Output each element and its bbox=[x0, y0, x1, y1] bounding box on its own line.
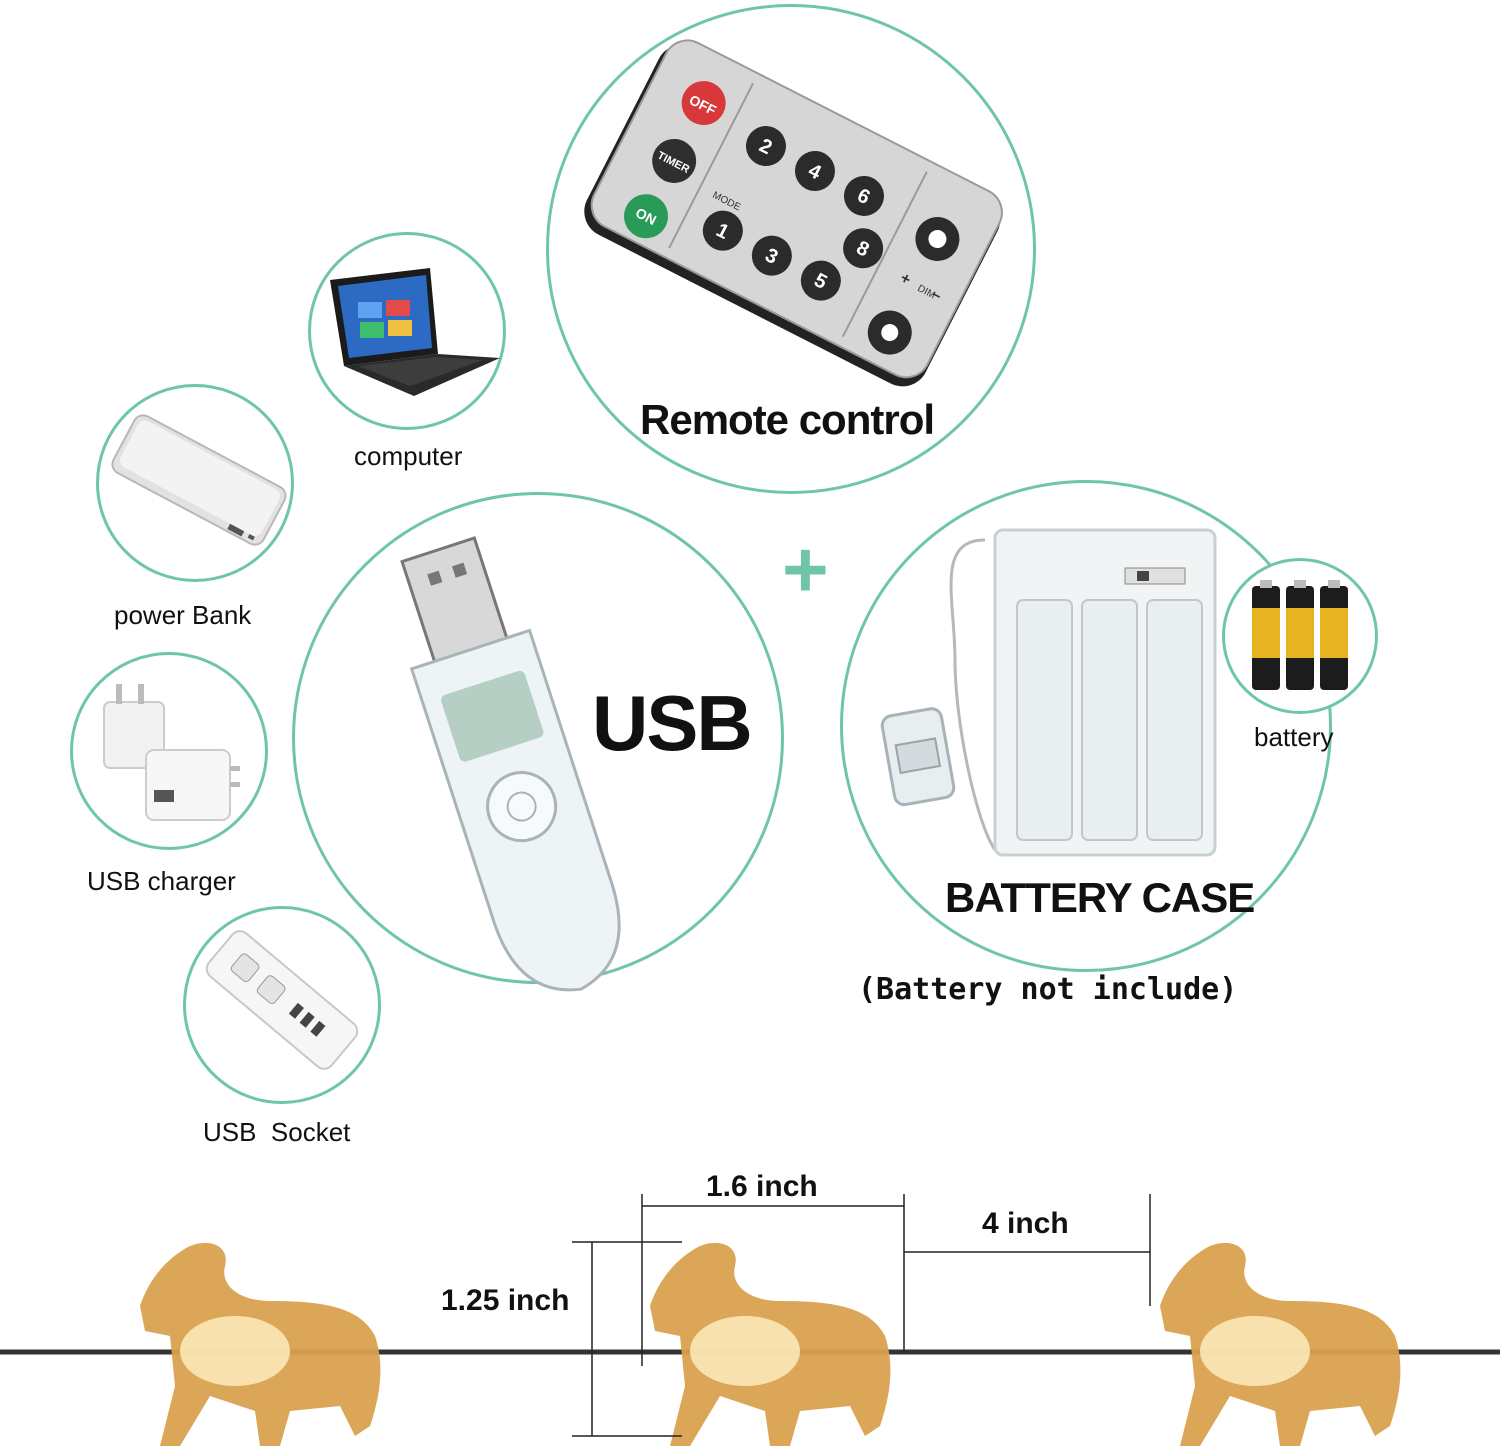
computer-label: computer bbox=[354, 441, 463, 471]
spacing-dimension-label: 4 inch bbox=[982, 1207, 1069, 1240]
brightness-up-icon bbox=[928, 230, 947, 249]
remote-control-image: OFF TIMER ON MODE 2 4 6 1 3 5 8 + DIM – bbox=[584, 39, 1003, 387]
usb-socket-label: USB Socket bbox=[203, 1117, 351, 1147]
laptop-icon bbox=[330, 268, 500, 396]
height-dimension-label: 1.25 inch bbox=[441, 1284, 570, 1317]
horse-light-1 bbox=[140, 1242, 381, 1446]
usb-charger-icon bbox=[103, 684, 240, 821]
battery-case-icon bbox=[880, 528, 1217, 857]
battery-case-label: BATTERY CASE bbox=[945, 874, 1255, 921]
plus-sign: + bbox=[782, 525, 829, 614]
battery-label: battery bbox=[1254, 722, 1334, 752]
horse-light-string bbox=[0, 1194, 1500, 1446]
usb-plug-icon bbox=[400, 536, 621, 992]
aa-batteries-icon bbox=[1252, 580, 1348, 690]
horse-light-2 bbox=[650, 1242, 891, 1446]
brightness-down-icon bbox=[880, 323, 900, 343]
remote-control-label: Remote control bbox=[640, 396, 935, 443]
power-strip-icon bbox=[205, 930, 359, 1070]
usb-label: USB bbox=[592, 679, 753, 767]
usb-charger-label: USB charger bbox=[87, 866, 236, 896]
power-bank-icon bbox=[111, 414, 287, 546]
power-bank-label: power Bank bbox=[114, 600, 252, 630]
horse-light-3 bbox=[1160, 1242, 1401, 1446]
battery-not-included-note: (Battery not include) bbox=[858, 972, 1238, 1007]
width-dimension-label: 1.6 inch bbox=[706, 1170, 818, 1203]
